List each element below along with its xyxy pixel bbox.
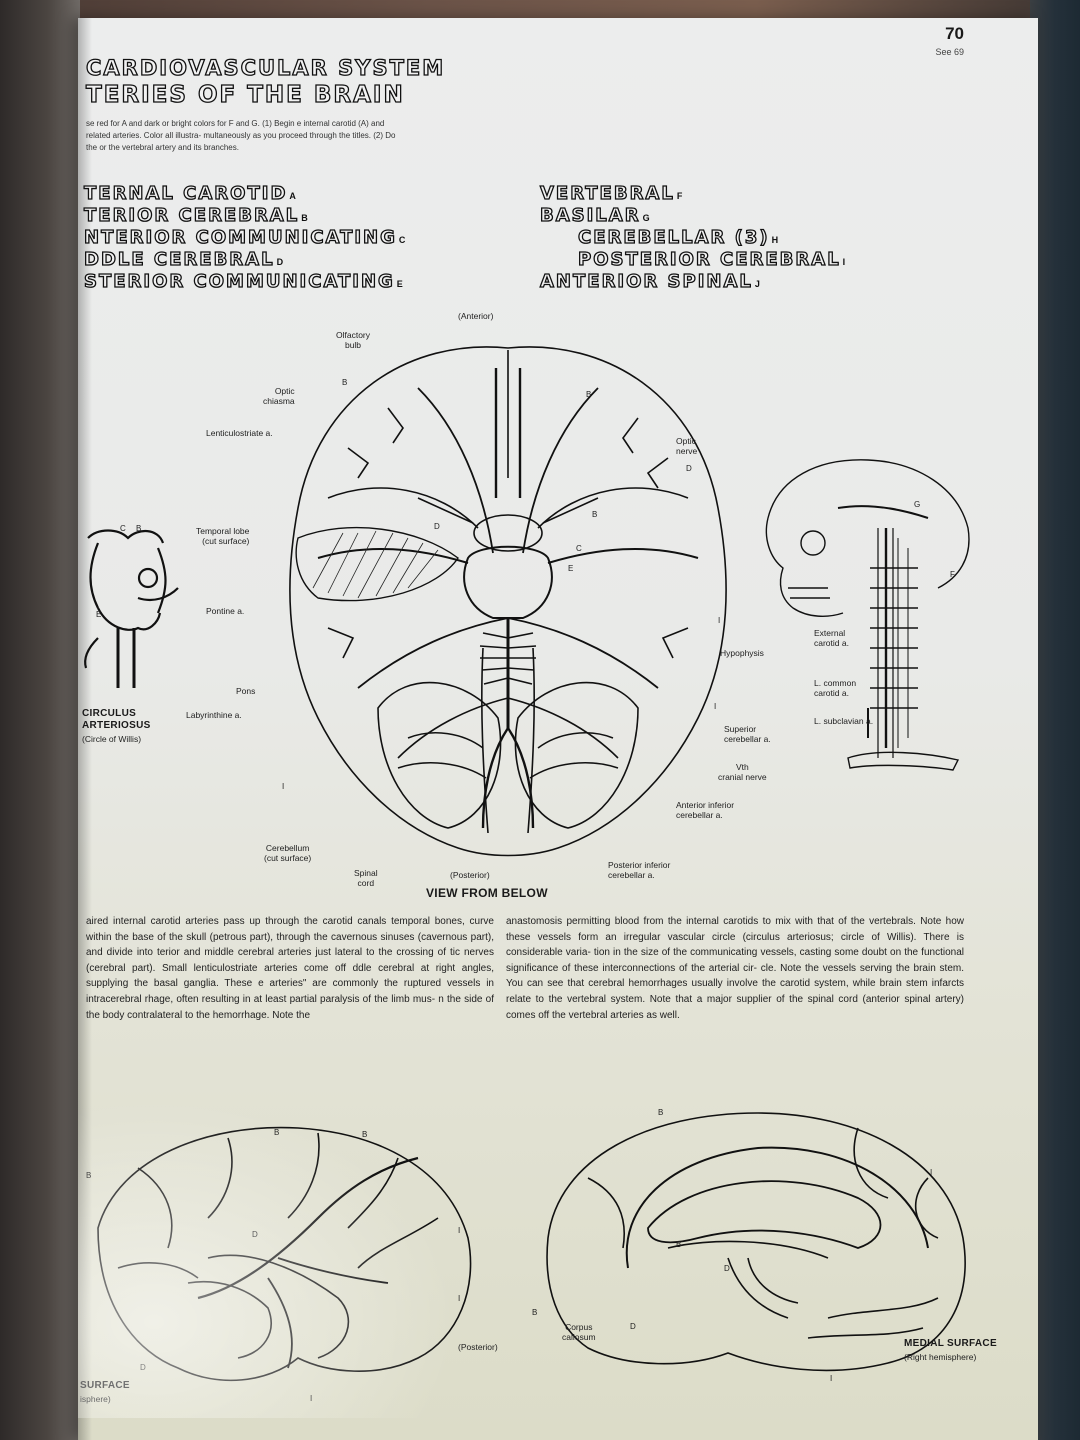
background-right — [1030, 0, 1080, 1440]
brain-lateral-surface-illustration — [97, 1126, 472, 1382]
callout-letter: D — [434, 522, 440, 531]
label-anterior-inferior-cerebellar-artery: Anterior inferior cerebellar a. — [676, 800, 735, 820]
book-page: 70 See 69 CARDIOVASCULAR SYSTEM TERIES O… — [78, 18, 1038, 1440]
label-pons: Pons — [236, 686, 256, 696]
label-corpus-callosum: Corpus callosum — [562, 1322, 596, 1342]
label-optic-chiasma: Optic chiasma — [263, 386, 295, 406]
lateral-caption-line2: isphere) — [80, 1394, 111, 1404]
brain-inferior-view-illustration — [289, 346, 727, 857]
label-posterior-lateral: (Posterior) — [458, 1342, 498, 1352]
coloring-instructions: se red for A and dark or bright colors f… — [86, 119, 396, 152]
callout-letter: D — [686, 464, 692, 473]
callout-letter: B — [136, 524, 142, 533]
medial-caption-line2: (Right hemisphere) — [904, 1352, 977, 1362]
posterior-label: (Posterior) — [450, 870, 490, 880]
callout-letter: I — [930, 1168, 933, 1177]
section-heading: CARDIOVASCULAR SYSTEM — [85, 55, 446, 80]
callout-letter: I — [718, 616, 721, 625]
callout-letter: I — [282, 782, 285, 791]
label-pontine-artery: Pontine a. — [206, 606, 245, 616]
label-cerebellum: Cerebellum (cut surface) — [264, 843, 312, 863]
page-gutter-shadow — [78, 18, 92, 1440]
callout-letter: B — [274, 1128, 280, 1137]
see-reference: See 69 — [935, 47, 964, 57]
callout-letter: I — [830, 1374, 833, 1383]
callout-letter: G — [914, 500, 921, 509]
label-olfactory-bulb: Olfactory bulb — [336, 330, 371, 350]
skull-vertebral-artery-illustration — [765, 459, 970, 771]
label-posterior-inferior-cerebellar-artery: Posterior inferior cerebellar a. — [608, 860, 671, 880]
callout-letter: I — [310, 1394, 313, 1403]
circle-inset-caption-line3: (Circle of Willis) — [82, 734, 142, 744]
callout-letter: E — [96, 610, 102, 619]
view-caption: VIEW FROM BELOW — [426, 886, 548, 900]
callout-letter: D — [140, 1363, 146, 1372]
label-external-carotid: External carotid a. — [814, 628, 849, 648]
callout-letter: B — [658, 1108, 664, 1117]
callout-letter: B — [676, 1240, 682, 1249]
label-spinal-cord: Spinal cord — [354, 868, 378, 888]
callout-letter: E — [568, 564, 574, 573]
callout-letter: I — [714, 702, 717, 711]
callout-letter: I — [458, 1226, 461, 1235]
callout-letter: B — [532, 1308, 538, 1317]
circle-inset-caption-line2: ARTERIOSUS — [82, 720, 151, 731]
label-superior-cerebellar-artery: Superior cerebellar a. — [724, 724, 771, 744]
body-text-left-column: aired internal carotid arteries pass up … — [86, 916, 494, 1021]
callout-letter: B — [342, 378, 348, 387]
label-optic-nerve: Optic nerve — [676, 436, 698, 456]
background-left-page-edge — [0, 0, 80, 1440]
label-vth-cranial-nerve: Vth cranial nerve — [718, 762, 767, 782]
brain-medial-surface-illustration — [546, 1112, 966, 1372]
title-cerebellar: CEREBELLAR (3)H — [577, 227, 779, 248]
label-labyrinthine-artery: Labyrinthine a. — [186, 710, 242, 720]
page-title: TERIES OF THE BRAIN — [85, 81, 405, 108]
callout-letter: F — [950, 570, 955, 579]
callout-letter: D — [630, 1322, 636, 1331]
label-hypophysis: Hypophysis — [720, 648, 764, 658]
callout-letter: D — [724, 1264, 730, 1273]
callout-letter: D — [252, 1230, 258, 1239]
callout-letter: I — [458, 1294, 461, 1303]
callout-letter: B — [586, 390, 592, 399]
circle-inset-caption-line1: CIRCULUS — [82, 708, 137, 719]
anterior-label: (Anterior) — [458, 311, 494, 321]
label-left-subclavian: L. subclavian a. — [814, 716, 874, 726]
page-number: 70 — [945, 24, 964, 43]
label-left-common-carotid: L. common carotid a. — [814, 678, 857, 698]
circle-of-willis-illustration — [84, 529, 179, 688]
callout-letter: C — [120, 524, 126, 533]
label-lenticulostriate-artery: Lenticulostriate a. — [206, 428, 273, 438]
callout-letter: C — [576, 544, 582, 553]
callout-letter: B — [86, 1171, 92, 1180]
callout-letter: B — [592, 510, 598, 519]
label-temporal-lobe: Temporal lobe (cut surface) — [196, 526, 250, 546]
body-text-right-column: anastomosis permitting blood from the in… — [506, 916, 964, 1021]
lateral-caption-line1: SURFACE — [80, 1380, 130, 1391]
callout-letter: B — [362, 1130, 368, 1139]
medial-caption-line1: MEDIAL SURFACE — [904, 1338, 997, 1349]
